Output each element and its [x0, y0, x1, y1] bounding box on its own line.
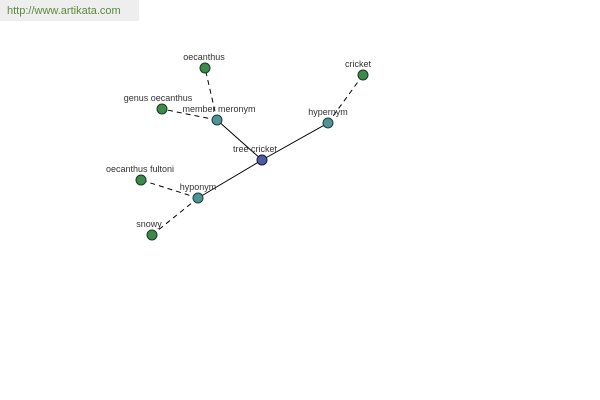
edge-central-member-meronym — [216, 119, 263, 161]
node-central[interactable] — [256, 154, 268, 166]
node-snowy[interactable] — [146, 229, 158, 241]
node-label-member-meronym: member meronym — [182, 104, 255, 114]
node-hypernym[interactable] — [322, 117, 334, 129]
node-label-snowy: snowy — [136, 219, 162, 229]
edge-central-hyponym — [197, 159, 263, 199]
edge-hypernym-cricket — [327, 74, 364, 124]
edge-member-meronym-genus-oecanthus — [161, 108, 218, 121]
edges-layer — [140, 67, 364, 236]
node-label-oecanthus-fultoni: oecanthus fultoni — [106, 164, 174, 174]
edge-central-hypernym — [261, 122, 329, 161]
node-oecanthus[interactable] — [199, 62, 211, 74]
node-label-hypernym: hypernym — [308, 107, 348, 117]
nodes-layer — [135, 62, 369, 241]
node-label-cricket: cricket — [345, 59, 372, 69]
edge-hyponym-snowy — [151, 197, 199, 236]
node-hyponym[interactable] — [192, 192, 204, 204]
source-link[interactable]: http://www.artikata.com — [0, 0, 139, 21]
labels-layer: tree cricket hypernym member meronym hyp… — [106, 52, 372, 229]
node-cricket[interactable] — [357, 69, 369, 81]
node-member-meronym[interactable] — [211, 114, 223, 126]
node-label-oecanthus: oecanthus — [183, 52, 225, 62]
edge-hyponym-oecanthus-fultoni — [140, 179, 199, 199]
node-label-genus-oecanthus: genus oecanthus — [124, 93, 193, 103]
node-label-hyponym: hyponym — [180, 182, 217, 192]
node-oecanthus-fultoni[interactable] — [135, 174, 147, 186]
node-label-central: tree cricket — [233, 144, 278, 154]
node-genus-oecanthus[interactable] — [156, 103, 168, 115]
